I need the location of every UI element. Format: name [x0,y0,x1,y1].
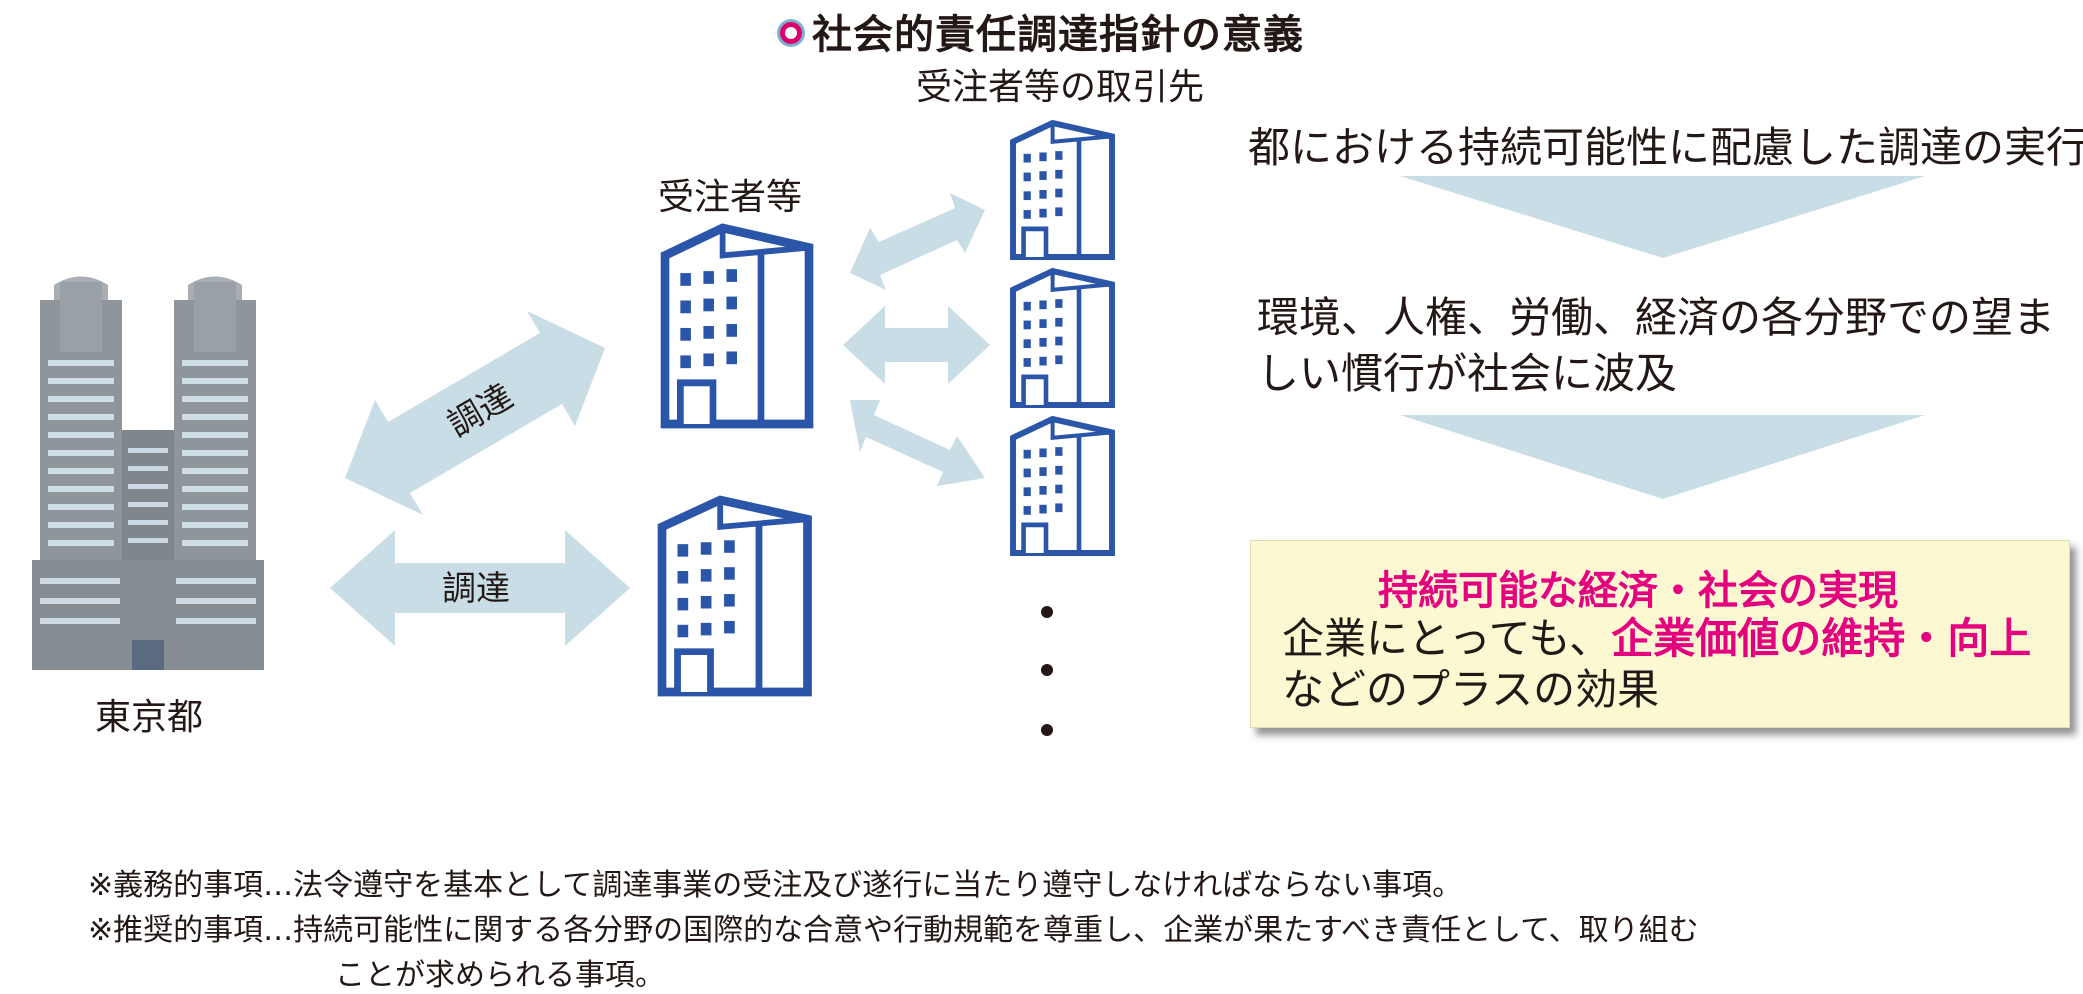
ellipsis-dots [1041,606,1053,736]
diagram-title: 社会的責任調達指針の意義 [780,2,1304,60]
chevron-down-icon [1400,415,1925,499]
label-contractors: 受注者等 [658,177,803,218]
result-heading: 持続可能な経済・社会の実現 [1378,568,1898,614]
bidirectional-arrow-icon [345,311,605,515]
note-recommended: ※推奨的事項…持続可能性に関する各分野の国際的な合意や行動規範を尊重し、企業が果… [88,913,1699,948]
result-line-1-highlight: 企業価値の維持・向上 [1611,614,2032,663]
result-box [1250,540,2070,728]
flow-step-1: 都における持続可能性に配慮した調達の実行 [1248,123,2083,172]
title-text: 社会的責任調達指針の意義 [812,12,1304,58]
flow-step-2: 環境、人権、労働、経済の各分野での望ましい慣行が社会に波及 [1257,293,2056,398]
office-building-icon [662,500,808,692]
office-building-icon [1013,271,1112,405]
office-building-icon [1013,123,1112,257]
bidirectional-arrow-icon [843,306,990,384]
label-partners: 受注者等の取引先 [916,67,1205,108]
note-mandatory: ※義務的事項…法令遵守を基本として調達事業の受注及び遂行に当たり遵守しなければな… [88,868,1463,903]
chevron-down-icon [1400,176,1925,258]
bidirectional-arrow-icon [850,400,985,486]
note-recommended-continued: ことが求められる事項。 [335,958,665,993]
tokyo-government-building-icon [32,276,264,670]
result-line-1-prefix: 企業にとっても、 [1282,614,1612,663]
bidirectional-arrow-icon [850,193,985,290]
label-tokyo: 東京都 [95,697,204,738]
bidirectional-arrow-icon [330,530,630,646]
result-line-2: などのプラスの効果 [1282,665,1660,714]
office-building-icon [1013,419,1112,553]
arrow-label-lower: 調達 [442,569,510,609]
result-line-1: 企業にとっても、企業価値の維持・向上 [1282,605,2031,666]
office-building-icon [665,228,809,424]
bullet-ring-icon [780,22,802,44]
